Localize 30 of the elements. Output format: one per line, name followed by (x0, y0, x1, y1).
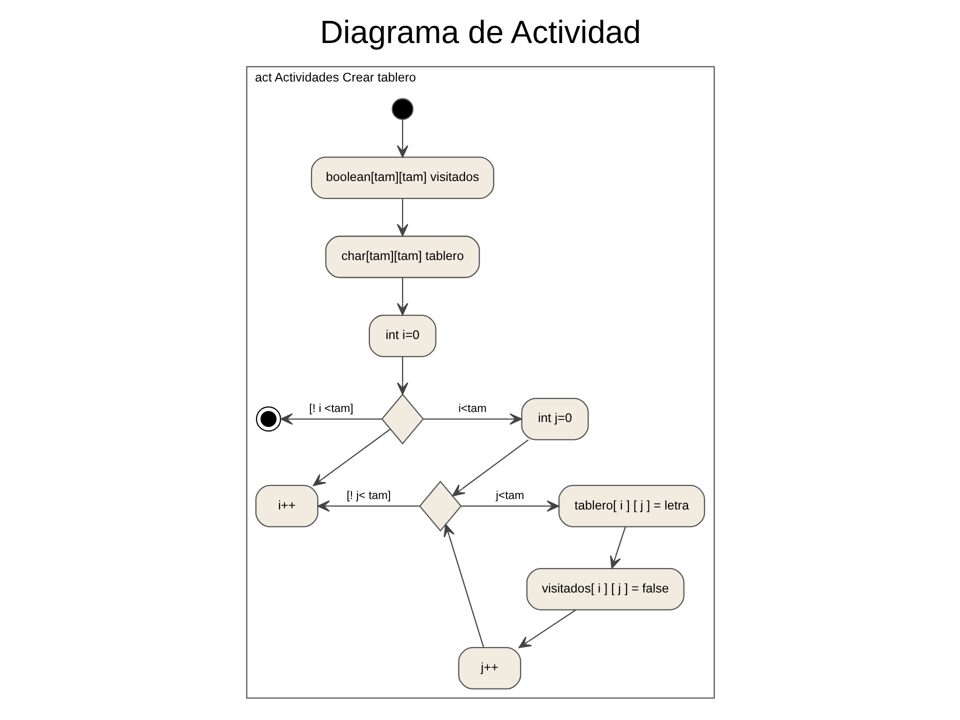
arrow (396, 278, 408, 316)
edge-label: [! i <tam] (308, 403, 353, 416)
arrow (396, 356, 408, 395)
arrow (422, 413, 522, 425)
diagram-title: Diagrama de Actividad (320, 14, 640, 50)
node-diamond (380, 393, 424, 445)
arrow (460, 500, 559, 512)
edge-label: [! j< tam] (346, 490, 390, 502)
edge-label: j<tam (495, 490, 524, 502)
arrow (316, 500, 420, 512)
node-circle (391, 98, 413, 120)
arrow (452, 439, 528, 496)
node-box: int i=0 (368, 314, 436, 358)
arrow (312, 428, 390, 486)
node-box: visitados[ i ] [ j ] = false (526, 568, 684, 610)
arrow (396, 119, 408, 158)
arrow (280, 413, 382, 425)
node-box: j++ (458, 647, 521, 690)
edge-label: i<tam (458, 403, 486, 416)
arrow (518, 609, 576, 648)
node-box: int j=0 (520, 398, 588, 440)
node-box: tablero[ i ] [ j ] = letra (558, 484, 705, 528)
node-box: i++ (254, 484, 318, 528)
node-circle (255, 406, 281, 432)
node-box: boolean[tam][tam] visitados (310, 156, 494, 200)
node-diamond (418, 480, 462, 532)
arrow (396, 198, 408, 236)
arrow (609, 526, 626, 569)
node-box: char[tam][tam] tablero (324, 236, 480, 278)
arrow (443, 524, 484, 648)
